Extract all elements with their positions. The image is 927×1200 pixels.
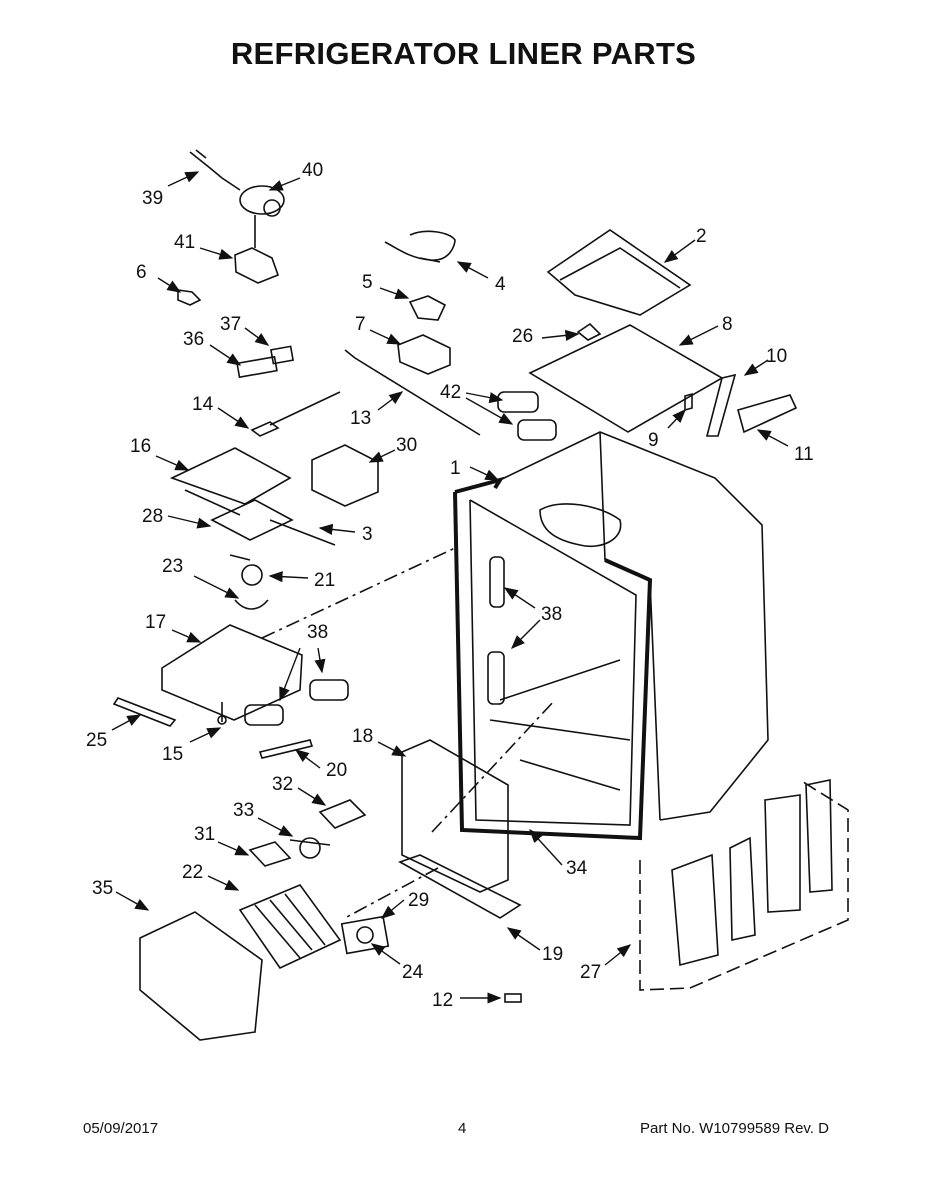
callout-label: 30 <box>396 435 417 456</box>
callout-label: 28 <box>142 506 163 527</box>
callout-label: 20 <box>326 760 347 781</box>
callout-label: 21 <box>314 570 335 591</box>
insulation-drawing <box>248 841 292 867</box>
support-frame-drawing <box>546 229 692 316</box>
callout-label: 6 <box>136 262 147 283</box>
callout-label: 38 <box>541 604 562 625</box>
assembly-line <box>261 547 456 639</box>
callout-label: 24 <box>402 962 424 983</box>
valve-drawing <box>408 295 447 321</box>
callout-label: 18 <box>352 726 373 747</box>
callout-label: 34 <box>566 858 588 879</box>
evaporator-coil-drawing <box>238 884 342 970</box>
fan-motor-drawing <box>289 837 331 859</box>
clip-small-drawing <box>504 993 522 1003</box>
callout-label: 41 <box>174 232 195 253</box>
probe-drawing <box>250 391 341 437</box>
liner-cabinet-drawing <box>453 431 769 841</box>
callout-label: 35 <box>92 878 113 899</box>
heater-rod-drawing <box>344 349 481 436</box>
callout-label: 5 <box>362 272 373 293</box>
led-lamp-drawing <box>497 391 557 441</box>
assembly-line <box>344 867 439 919</box>
duct-assembly-drawing <box>161 624 303 721</box>
dispenser-panel-kit-drawing <box>639 779 849 991</box>
callout-labels: 39 40 41 6 4 2 5 7 37 36 26 8 13 42 10 9… <box>86 160 814 1011</box>
assembly-line <box>431 699 556 833</box>
water-tube-drawing <box>189 149 285 217</box>
lamp-drawing <box>244 679 349 726</box>
callout-label: 13 <box>350 408 371 429</box>
callout-label: 10 <box>766 346 787 367</box>
callout-label: 19 <box>542 944 563 965</box>
control-board-drawing <box>169 447 292 516</box>
damper-motor-drawing <box>229 554 263 586</box>
rail-drawing <box>112 697 314 759</box>
callout-label: 29 <box>408 890 429 911</box>
ui-board-drawing <box>210 499 336 546</box>
water-line-drawing <box>384 230 456 263</box>
callout-label: 36 <box>183 329 204 350</box>
callout-label: 37 <box>220 314 241 335</box>
clip-drawing <box>576 322 602 341</box>
callout-label: 22 <box>182 862 203 883</box>
heater-drawing <box>318 799 367 829</box>
callout-label: 42 <box>440 382 461 403</box>
light-bar-drawing <box>705 373 737 437</box>
sensor-drawing <box>177 289 202 306</box>
seal-drawing <box>234 599 269 610</box>
callout-label: 12 <box>432 990 453 1011</box>
footer-part-number: Part No. W10799589 Rev. D <box>640 1120 829 1137</box>
footer-page-number: 4 <box>458 1120 467 1137</box>
callout-label: 32 <box>272 774 293 795</box>
evaporator-cover-drawing <box>401 739 509 893</box>
callout-label: 40 <box>302 160 323 181</box>
callout-label: 26 <box>512 326 533 347</box>
callout-label: 17 <box>145 612 166 633</box>
callout-label: 7 <box>355 314 366 335</box>
drain-trough-drawing <box>398 854 522 919</box>
bracket-clip-drawing <box>684 392 693 412</box>
callout-label: 27 <box>580 962 601 983</box>
cover-plate-drawing <box>528 324 724 433</box>
callout-label: 33 <box>233 800 254 821</box>
callout-label: 16 <box>130 436 151 457</box>
callout-label: 23 <box>162 556 183 577</box>
callout-label: 15 <box>162 744 183 765</box>
callout-label: 1 <box>450 458 461 479</box>
callout-label: 9 <box>648 430 659 451</box>
callout-label: 11 <box>794 444 814 465</box>
callout-label: 25 <box>86 730 107 751</box>
valve-bracket-drawing <box>234 215 280 284</box>
thermistor-drawing <box>217 702 227 725</box>
callout-label: 3 <box>362 524 373 545</box>
callout-label: 2 <box>696 226 707 247</box>
page-title: REFRIGERATOR LINER PARTS <box>230 36 697 71</box>
callout-label: 39 <box>142 188 163 209</box>
callout-label: 4 <box>495 274 506 295</box>
footer-date: 05/09/2017 <box>83 1120 159 1137</box>
callout-label: 8 <box>722 314 733 335</box>
cover-box-drawing <box>311 444 379 507</box>
fan-drawing <box>340 915 390 955</box>
callout-label: 31 <box>194 824 215 845</box>
callout-label: 14 <box>192 394 214 415</box>
callout-label: 38 <box>307 622 328 643</box>
rear-panel-drawing <box>139 911 263 1041</box>
filter-cartridge-drawing <box>737 394 798 434</box>
housing-drawing <box>397 334 451 375</box>
gasket-drawing <box>236 345 294 379</box>
